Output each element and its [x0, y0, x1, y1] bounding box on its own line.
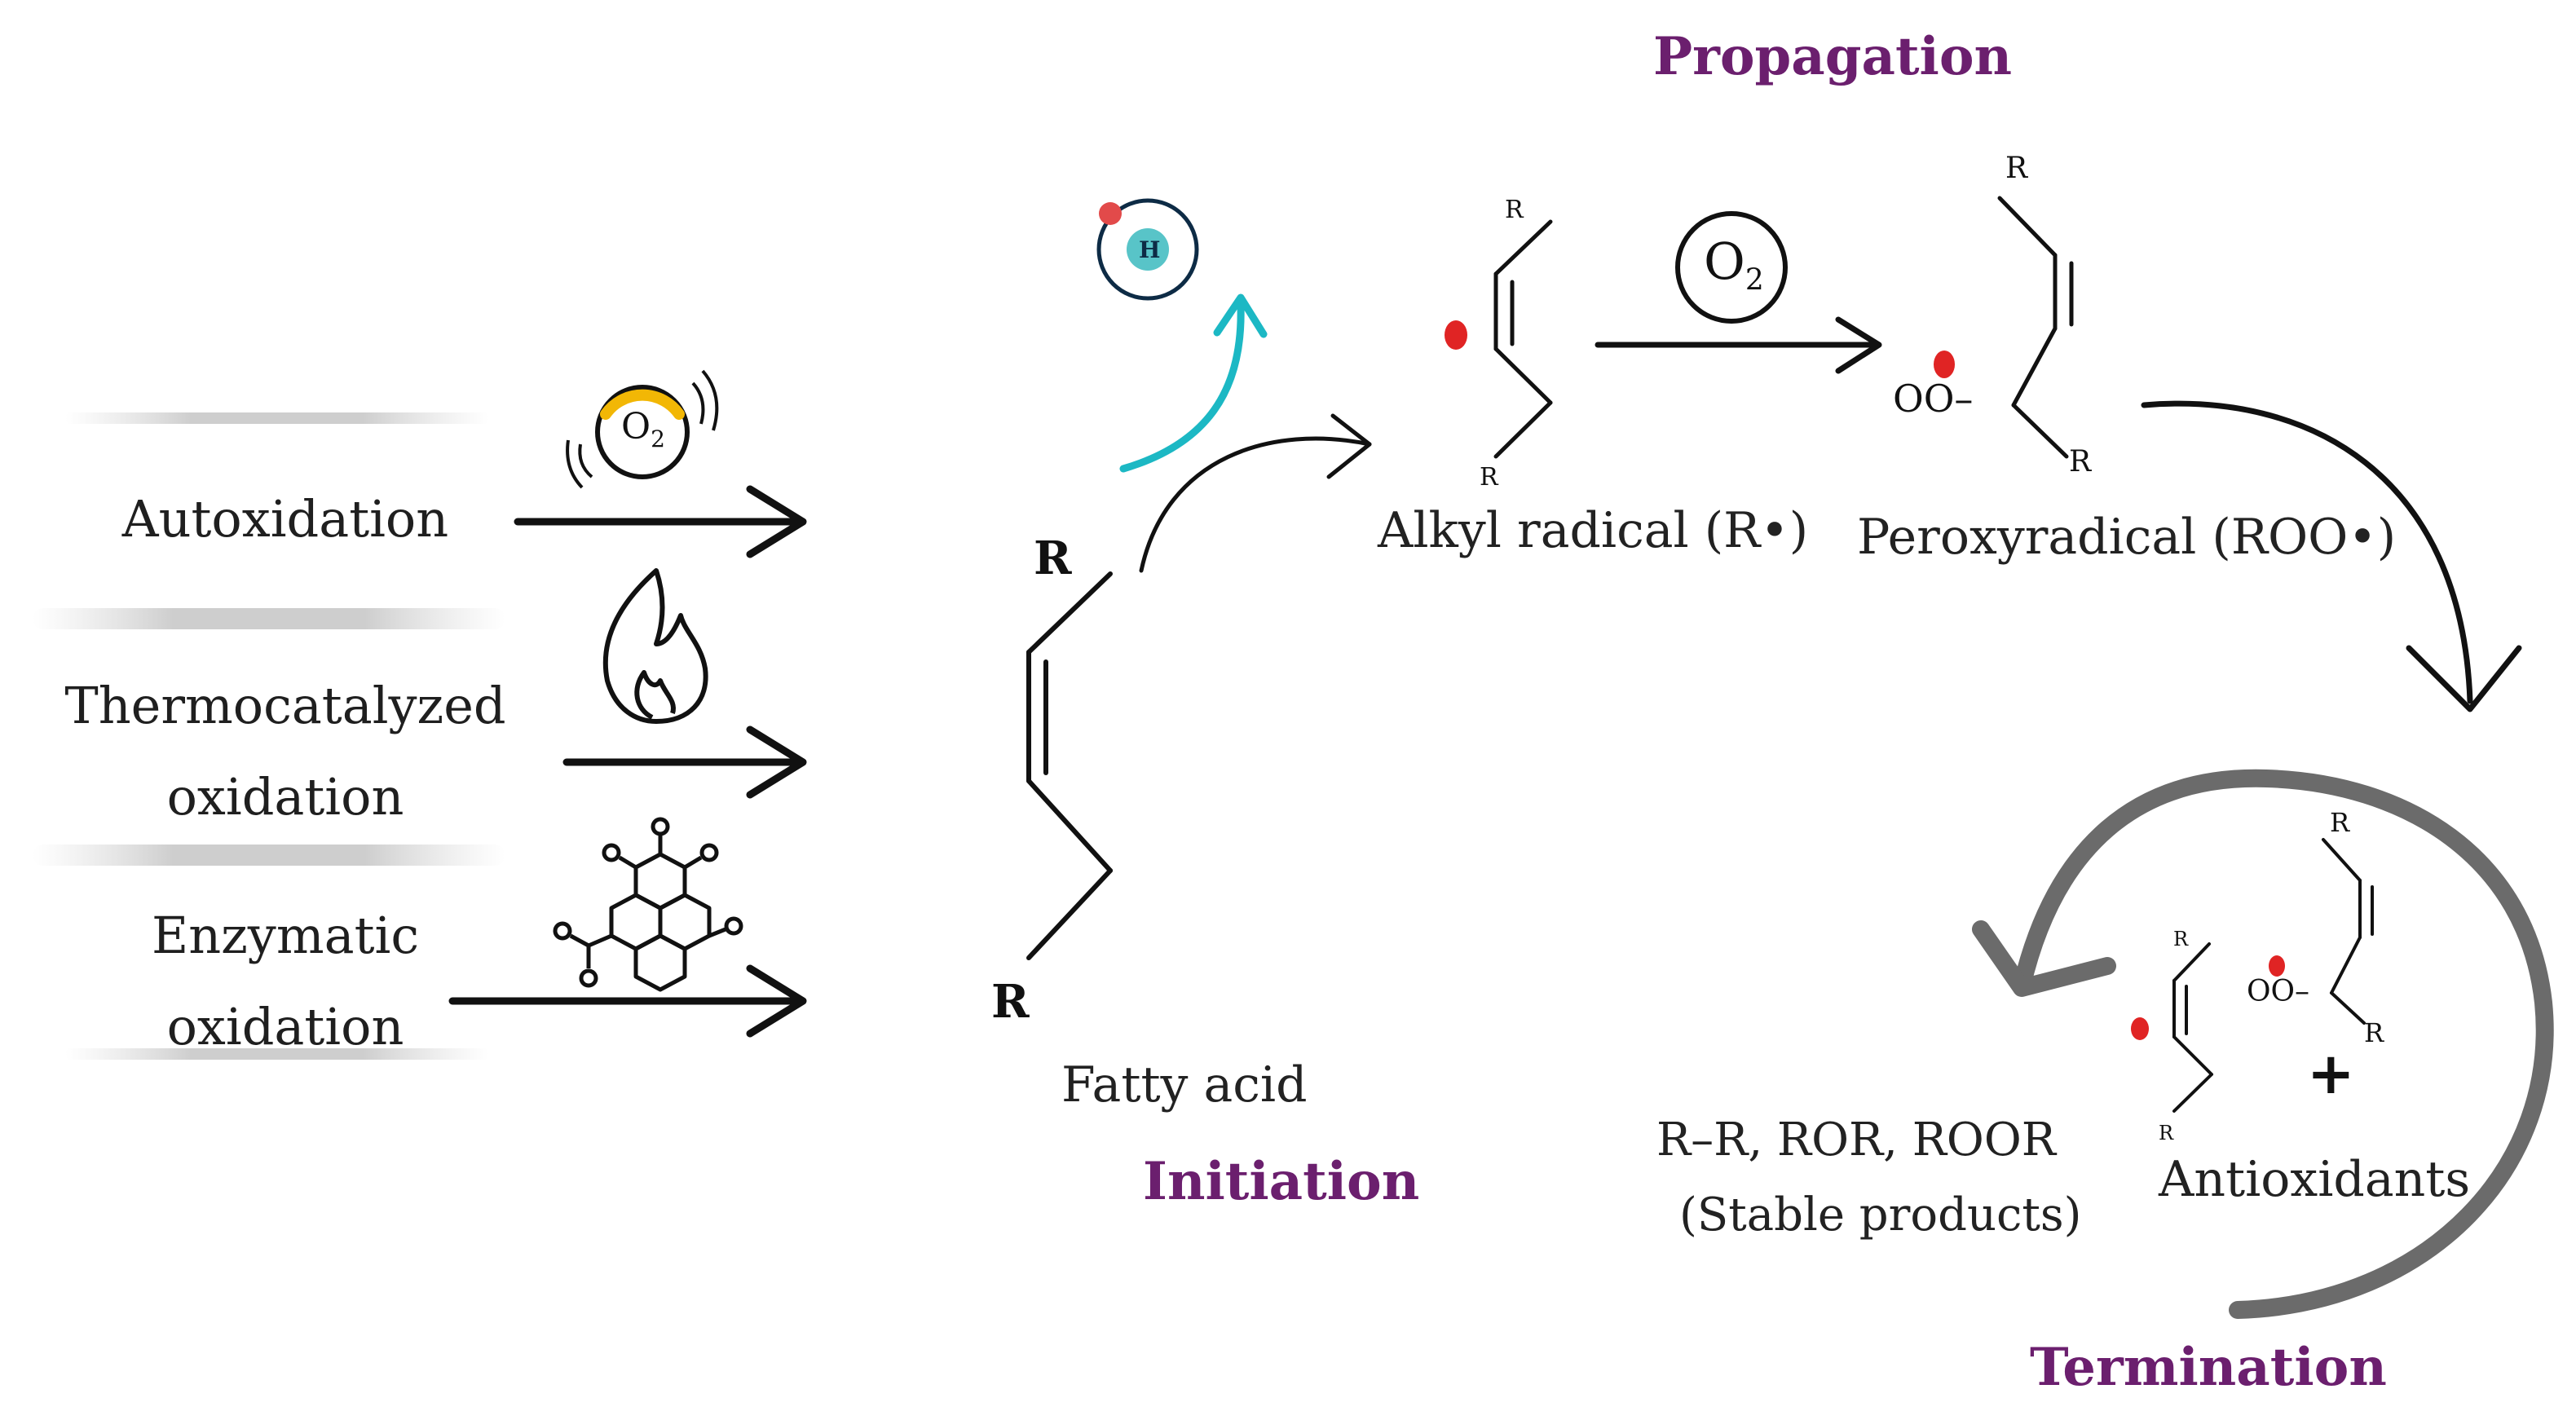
fatty-acid-structure — [1026, 571, 1113, 960]
r-group-label: R — [2005, 152, 2028, 185]
radical-dot — [1934, 351, 1955, 378]
r-group-label: R — [1480, 463, 1498, 492]
thermo-arrow — [562, 725, 807, 799]
divider-band — [33, 845, 505, 866]
enzyme-molecule-icon — [553, 817, 743, 992]
small-alkyl-radical-structure — [2172, 942, 2213, 1113]
autoxidation-arrow — [514, 485, 807, 558]
peroxyradical-label: Peroxyradical (ROO•) — [1857, 509, 2397, 566]
cause-autoxidation: Autoxidation — [121, 489, 449, 549]
radical-dot — [2131, 1017, 2149, 1040]
oxygen-molecule-icon — [566, 369, 719, 489]
r-group-label: R — [2330, 807, 2350, 838]
cause-arrows — [448, 485, 807, 1038]
termination-cycle-arrow — [1972, 769, 2554, 1319]
r-group-label: R — [2364, 1017, 2384, 1048]
initiation-arrow — [1139, 413, 1372, 573]
r-group-label: R — [991, 975, 1030, 1029]
antioxidants-label: Antioxidants — [2159, 1151, 2471, 1208]
fatty-acid-label: Fatty acid — [1061, 1056, 1308, 1114]
cause-enzymatic-line1: Enzymatic — [151, 906, 420, 965]
stage-termination: Termination — [2030, 1337, 2387, 1398]
divider-band — [33, 608, 505, 629]
divider-band — [65, 1048, 489, 1060]
divider-band — [65, 412, 489, 424]
r-group-label: R — [2173, 928, 2189, 950]
o2-label: O2 — [621, 406, 665, 452]
radical-dot — [1445, 320, 1467, 350]
cause-enzymatic: Enzymatic oxidation — [49, 890, 522, 1073]
plus-sign: + — [2307, 1040, 2355, 1107]
left-panel-dividers — [33, 412, 505, 1060]
flame-icon — [602, 568, 708, 724]
hydrogen-atom-icon — [1096, 198, 1199, 301]
stage-propagation: Propagation — [1653, 26, 2013, 87]
r-group-label: R — [2159, 1122, 2174, 1144]
r-group-label: R — [1034, 531, 1072, 585]
to-termination-arrow — [2141, 400, 2522, 712]
r-group-label: R — [2069, 445, 2092, 478]
enzymatic-arrow — [448, 964, 807, 1038]
cause-thermo-line2: oxidation — [166, 767, 404, 827]
hydrogen-abstraction-arrow — [1119, 293, 1268, 473]
small-peroxyradical-structure — [2322, 838, 2374, 1025]
alkyl-radical-label: Alkyl radical (R•) — [1378, 502, 1809, 559]
radical-dot — [2269, 955, 2285, 977]
oxygen-circle-icon — [1675, 211, 1788, 324]
peroxyradical-structure — [1997, 196, 2074, 459]
cause-thermocatalyzed: Thermocatalyzed oxidation — [33, 660, 538, 843]
stable-products-line2: (Stable products) — [1679, 1188, 2082, 1241]
alkyl-radical-structure — [1493, 219, 1553, 459]
r-group-label: R — [1505, 196, 1524, 224]
oo-label: OO– — [1893, 377, 1974, 421]
oo-label: OO– — [2247, 975, 2310, 1008]
propagation-arrow — [1595, 316, 1882, 374]
stable-products-line1: R–R, ROR, ROOR — [1656, 1114, 2056, 1166]
o2-propagation-label: O2 — [1704, 232, 1764, 298]
cause-enzymatic-line2: oxidation — [166, 997, 404, 1056]
cause-thermo-line1: Thermocatalyzed — [64, 676, 506, 735]
stage-initiation: Initiation — [1143, 1151, 1420, 1212]
hydrogen-symbol: H — [1139, 236, 1161, 263]
